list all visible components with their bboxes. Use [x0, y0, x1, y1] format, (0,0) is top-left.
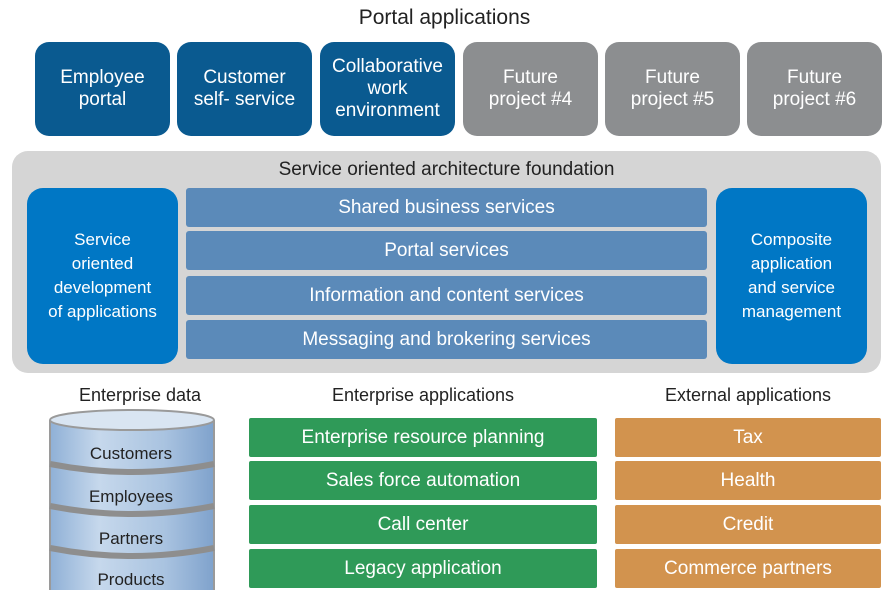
external-app-credit: Credit	[615, 505, 881, 544]
external-applications-heading: External applications	[664, 385, 832, 405]
enterprise-data-employees: Employees	[88, 487, 174, 506]
portal-future-project-4: Future project #4	[463, 42, 598, 136]
enterprise-data-customers: Customers	[89, 444, 173, 463]
soa-development-box: Service oriented development of applicat…	[27, 188, 178, 364]
portal-future-project-6: Future project #6	[747, 42, 882, 136]
external-app-health: Health	[615, 461, 881, 500]
enterprise-app-sales-force: Sales force automation	[249, 461, 597, 500]
enterprise-app-call-center: Call center	[249, 505, 597, 544]
soa-management-box: Composite application and service manage…	[716, 188, 867, 364]
enterprise-data-partners: Partners	[98, 529, 164, 548]
enterprise-data-heading: Enterprise data	[78, 385, 202, 405]
external-app-tax: Tax	[615, 418, 881, 457]
service-shared-business: Shared business services	[186, 188, 707, 227]
service-information-content: Information and content services	[186, 276, 707, 315]
enterprise-app-erp: Enterprise resource planning	[249, 418, 597, 457]
enterprise-data-products: Products	[97, 570, 165, 589]
portal-collaborative-work-environment: Collaborative work environment	[320, 42, 455, 136]
enterprise-app-legacy: Legacy application	[249, 549, 597, 588]
portal-future-project-5: Future project #5	[605, 42, 740, 136]
portal-employee-portal: Employee portal	[35, 42, 170, 136]
service-portal: Portal services	[186, 231, 707, 270]
enterprise-applications-heading: Enterprise applications	[331, 385, 515, 405]
portal-customer-self-service: Customer self- service	[177, 42, 312, 136]
service-messaging-brokering: Messaging and brokering services	[186, 320, 707, 359]
external-app-commerce-partners: Commerce partners	[615, 549, 881, 588]
soa-foundation-title: Service oriented architecture foundation	[278, 159, 615, 180]
portal-applications-heading: Portal applications	[358, 6, 531, 29]
database-icon	[49, 409, 215, 590]
